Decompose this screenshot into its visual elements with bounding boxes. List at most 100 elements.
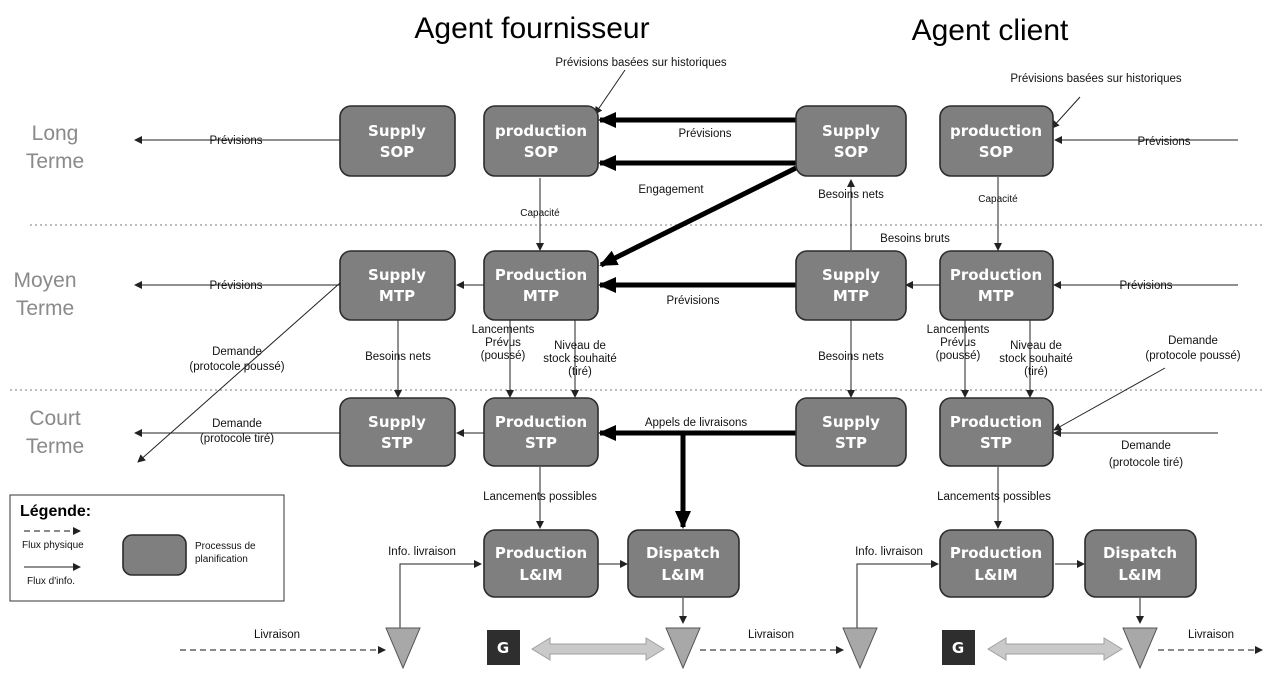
svg-text:MTP: MTP [978,287,1014,305]
label-delivery-2: Livraison [748,629,794,641]
svg-text:G: G [952,639,964,657]
label-net-needs-client-mtp: Besoins nets [818,351,884,363]
svg-text:L&IM: L&IM [519,566,562,584]
svg-text:MTP: MTP [379,287,415,305]
svg-text:Production: Production [495,544,587,562]
svg-text:(protocole poussé): (protocole poussé) [1145,350,1240,362]
svg-text:Terme: Terme [26,435,84,458]
svg-text:(protocole tiré): (protocole tiré) [200,433,274,445]
label-gross-needs: Besoins bruts [880,233,950,245]
svg-text:Terme: Terme [26,150,84,173]
svg-text:Long: Long [32,122,79,145]
svg-text:STP: STP [980,434,1012,452]
svg-text:SOP: SOP [380,143,415,161]
process-box-client-supply-sop: Supply SOP [795,105,907,177]
supplier-transfer-double-arrow [531,637,665,661]
label-demand-pulled-supplier: Demande (protocole tiré) [200,418,274,445]
legend-title: Légende: [20,503,91,520]
svg-text:stock souhaité: stock souhaité [543,353,617,365]
legend-process-swatch [122,534,187,576]
svg-text:production: production [495,122,587,140]
label-forecasts-medium-out: Prévisions [209,280,262,292]
horizon-long-term: Long Terme [26,122,84,173]
legend: Légende: Flux physique Flux d'info. Proc… [9,494,285,602]
svg-text:Supply: Supply [368,413,426,431]
label-delivery-1: Livraison [254,629,300,641]
legend-process-label-2: planification [195,554,248,565]
process-box-supplier-supply-sop: Supply SOP [339,105,456,177]
svg-text:Lancements: Lancements [472,324,535,336]
client-to-supplier-thick-arrows [598,112,798,529]
legend-physical-flow-label: Flux physique [22,540,84,551]
process-box-client-production-mtp: Production MTP [939,250,1054,321]
svg-text:Moyen: Moyen [13,269,76,292]
svg-text:Dispatch: Dispatch [1103,544,1177,562]
svg-text:MTP: MTP [523,287,559,305]
svg-text:Prévus: Prévus [485,337,521,349]
svg-text:Demande: Demande [1168,335,1218,347]
label-demand-pushed-client: Demande (protocole poussé) [1145,335,1240,362]
svg-text:production: production [950,122,1042,140]
label-engagement: Engagement [638,184,704,196]
label-planned-launches-supplier: Lancements Prévus (poussé) [472,324,535,362]
svg-text:(poussé): (poussé) [481,350,526,362]
svg-text:STP: STP [835,434,867,452]
svg-text:Niveau de: Niveau de [1010,340,1062,352]
svg-text:(poussé): (poussé) [936,350,981,362]
process-box-supplier-dispatch-lim: Dispatch L&IM [627,529,740,598]
horizon-medium-term: Moyen Terme [13,269,76,320]
label-delivery-info-supplier: Info. livraison [388,546,456,558]
process-box-client-production-stp: Production STP [939,397,1054,467]
svg-text:Supply: Supply [368,266,426,284]
label-capacity-supplier: Capacité [520,208,560,219]
svg-text:Lancements: Lancements [927,324,990,336]
svg-text:L&IM: L&IM [661,566,704,584]
label-stock-level-supplier: Niveau de stock souhaité (tiré) [543,340,617,378]
process-box-client-supply-stp: Supply STP [795,397,907,467]
svg-text:MTP: MTP [833,287,869,305]
svg-text:Supply: Supply [822,413,880,431]
svg-text:Dispatch: Dispatch [646,544,720,562]
svg-text:stock souhaité: stock souhaité [999,353,1073,365]
process-box-client-production-lim: Production L&IM [939,529,1054,598]
process-box-supplier-supply-stp: Supply STP [339,397,456,467]
svg-text:SOP: SOP [834,143,869,161]
svg-text:Demande: Demande [212,346,262,358]
svg-text:G: G [497,639,509,657]
label-net-needs-supplier-mtp: Besoins nets [365,351,431,363]
horizon-short-term: Court Terme [26,407,84,458]
svg-text:Supply: Supply [368,122,426,140]
process-box-supplier-production-lim: Production L&IM [483,529,599,598]
process-box-supplier-production-stp: Production STP [483,397,599,467]
svg-text:Demande: Demande [212,418,262,430]
stock-triangle-supplier-in [385,627,421,670]
label-delivery-3: Livraison [1188,629,1234,641]
svg-text:STP: STP [525,434,557,452]
supplier-agent-heading: Agent fournisseur [414,12,649,45]
client-transfer-double-arrow [987,637,1123,661]
g-box-supplier: G [487,630,520,665]
svg-text:L&IM: L&IM [974,566,1017,584]
label-forecasts-long-out: Prévisions [209,135,262,147]
stock-triangle-client-out [1122,627,1158,670]
svg-text:Niveau de: Niveau de [554,340,606,352]
svg-text:L&IM: L&IM [1118,566,1161,584]
client-agent-heading: Agent client [912,14,1069,47]
label-forecasts-sop-link: Prévisions [678,128,731,140]
svg-text:Court: Court [29,407,81,430]
svg-text:Terme: Terme [16,297,74,320]
svg-text:(tiré): (tiré) [1024,366,1048,378]
svg-text:Production: Production [950,413,1042,431]
svg-text:Production: Production [495,266,587,284]
process-box-client-dispatch-lim: Dispatch L&IM [1084,529,1197,598]
label-demand-pulled-client: Demande (protocole tiré) [1109,440,1183,469]
svg-text:(protocole poussé): (protocole poussé) [189,361,284,373]
label-forecasts-mtp-link: Prévisions [666,295,719,307]
svg-text:SOP: SOP [524,143,559,161]
process-box-supplier-production-mtp: Production MTP [483,250,599,321]
arrow-labels: Prévisions basées sur historiques Prévis… [189,57,1240,641]
legend-info-flow-label: Flux d'info. [27,576,75,587]
svg-text:STP: STP [381,434,413,452]
label-possible-launches-client: Lancements possibles [937,491,1051,503]
